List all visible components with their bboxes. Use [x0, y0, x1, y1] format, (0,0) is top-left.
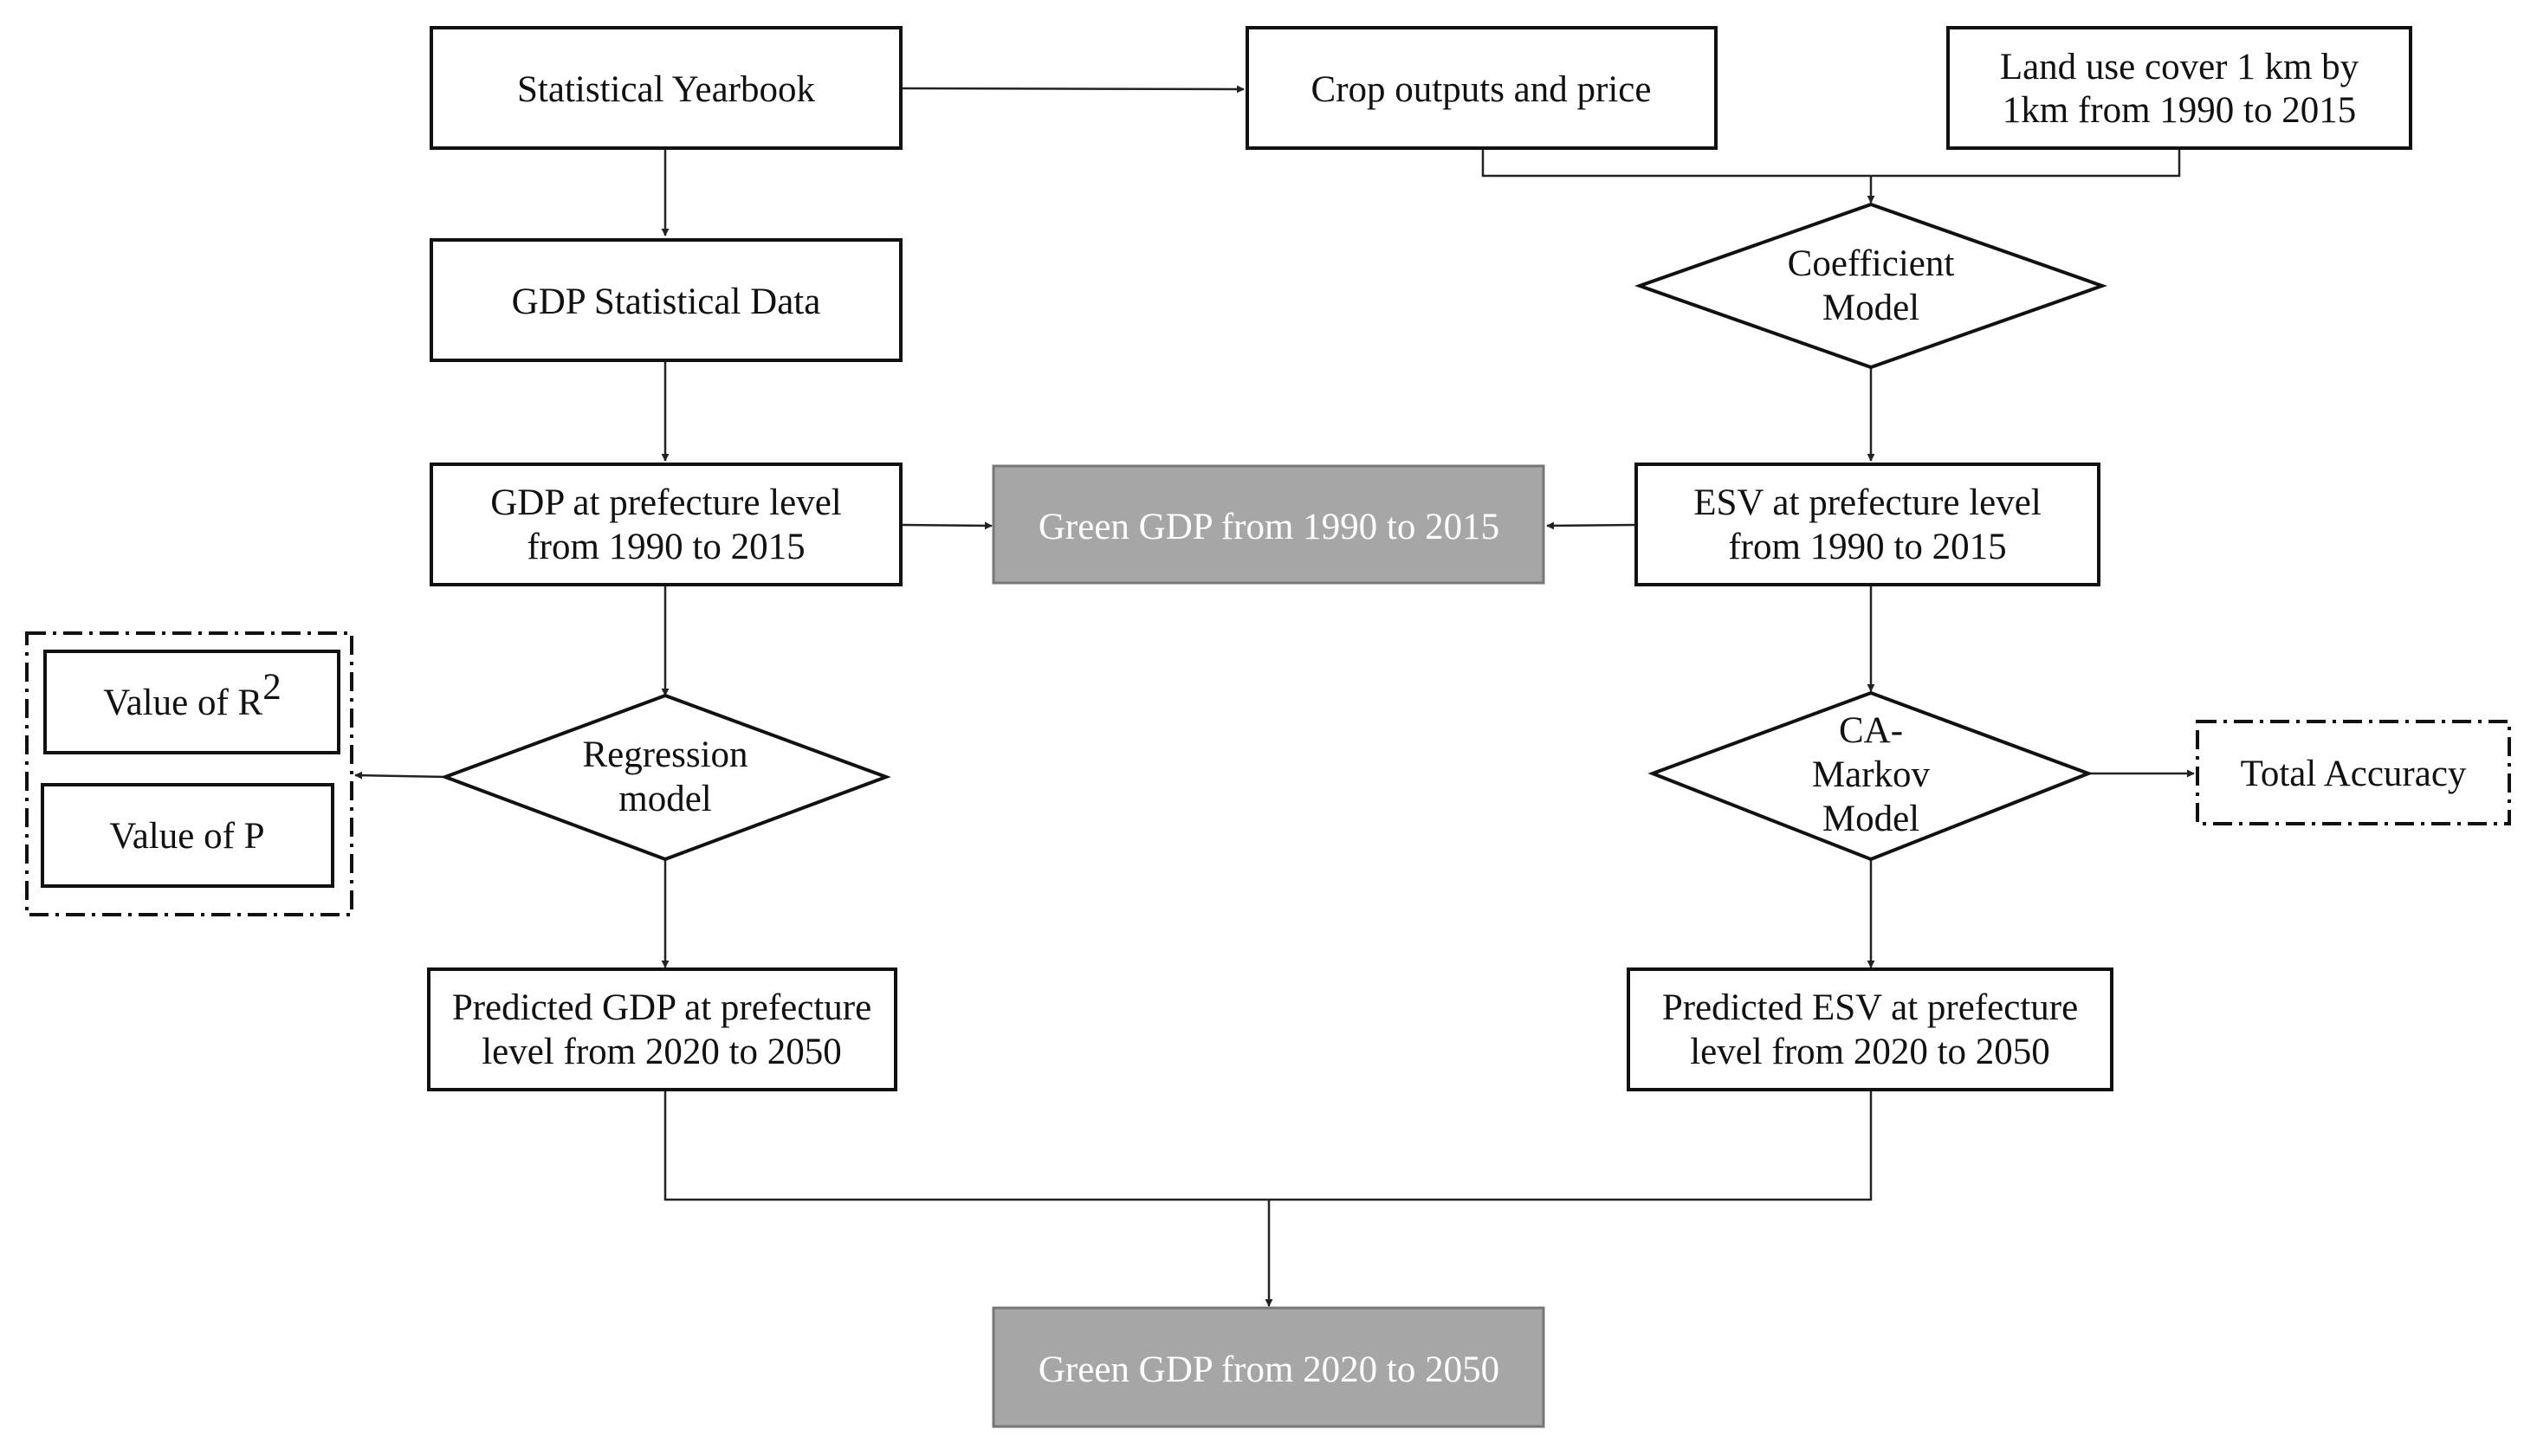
node-gdp-prefecture: GDP at prefecture level from 1990 to 201… — [430, 463, 903, 586]
predicted-gdp-label-line1: Predicted GDP at prefecture — [452, 987, 871, 1028]
value-p-label: Value of P — [109, 816, 264, 857]
ca-markov-label-line3: Model — [1822, 799, 1919, 839]
gdp-prefecture-label-line1: GDP at prefecture level — [490, 482, 842, 523]
predicted-esv-label-line2: level from 2020 to 2050 — [1690, 1032, 2050, 1072]
node-esv-prefecture: ESV at prefecture level from 1990 to 201… — [1634, 463, 2100, 586]
crop-outputs-label: Crop outputs and price — [1311, 69, 1652, 110]
land-use-label-line2: 1km from 1990 to 2015 — [2003, 90, 2356, 131]
gdp-statistical-data-label: GDP Statistical Data — [512, 281, 821, 322]
ca-markov-label-line1: CA- — [1839, 710, 1903, 751]
predicted-gdp-label-line2: level from 2020 to 2050 — [482, 1032, 842, 1072]
value-r2-label: Value of R2 — [103, 667, 281, 723]
value-r2-superscript: 2 — [262, 667, 282, 708]
total-accuracy-label: Total Accuracy — [2241, 754, 2467, 794]
node-green-gdp-1990-2015: Green GDP from 1990 to 2015 — [992, 464, 1545, 585]
connector-predictions-merge — [663, 1090, 1873, 1201]
node-crop-outputs: Crop outputs and price — [1246, 26, 1718, 150]
regression-label-line1: Regression — [582, 734, 748, 775]
node-ca-markov-model: CA- Markov Model — [1647, 690, 2094, 862]
gdp-prefecture-label-line2: from 1990 to 2015 — [527, 527, 805, 567]
node-land-use-cover: Land use cover 1 km by 1km from 1990 to … — [1946, 26, 2412, 150]
regression-label-line2: model — [618, 779, 712, 819]
predicted-esv-label-line1: Predicted ESV at prefecture — [1662, 987, 2078, 1028]
arrow-esv-to-green-gdp-past — [1546, 521, 1637, 530]
coefficient-label-line1: Coefficient — [1788, 243, 1955, 284]
arrow-gdp-to-green-gdp-past — [900, 521, 993, 530]
node-green-gdp-2020-2050: Green GDP from 2020 to 2050 — [992, 1306, 1545, 1428]
node-total-accuracy: Total Accuracy — [2196, 720, 2511, 825]
node-coefficient-model: Coefficient Model — [1634, 202, 2108, 370]
statistics-group: Value of R2 Value of P — [25, 631, 353, 916]
land-use-label-line1: Land use cover 1 km by — [2000, 47, 2359, 87]
green-gdp-past-label: Green GDP from 1990 to 2015 — [1039, 507, 1499, 547]
node-regression-model: Regression model — [440, 693, 891, 862]
green-gdp-future-label: Green GDP from 2020 to 2050 — [1039, 1349, 1499, 1390]
statistical-yearbook-label: Statistical Yearbook — [517, 69, 815, 110]
node-value-p: Value of P — [41, 783, 334, 888]
value-r2-text: Value of R — [103, 683, 262, 723]
esv-prefecture-label-line2: from 1990 to 2015 — [1728, 527, 2006, 567]
esv-prefecture-label-line1: ESV at prefecture level — [1693, 482, 2042, 523]
arrow-regression-to-statistics — [354, 771, 446, 780]
node-gdp-statistical-data: GDP Statistical Data — [430, 238, 903, 362]
ca-markov-label-line2: Markov — [1812, 754, 1931, 795]
coefficient-label-line2: Model — [1822, 288, 1919, 328]
connector-crop-landuse-to-coefficient — [1481, 148, 2181, 178]
arrow-yearbook-to-crop — [900, 85, 1245, 94]
node-predicted-esv: Predicted ESV at prefecture level from 2… — [1627, 967, 2113, 1091]
node-predicted-gdp: Predicted GDP at prefecture level from 2… — [427, 967, 897, 1091]
node-value-r2: Value of R2 — [43, 650, 340, 754]
node-statistical-yearbook: Statistical Yearbook — [430, 26, 903, 150]
